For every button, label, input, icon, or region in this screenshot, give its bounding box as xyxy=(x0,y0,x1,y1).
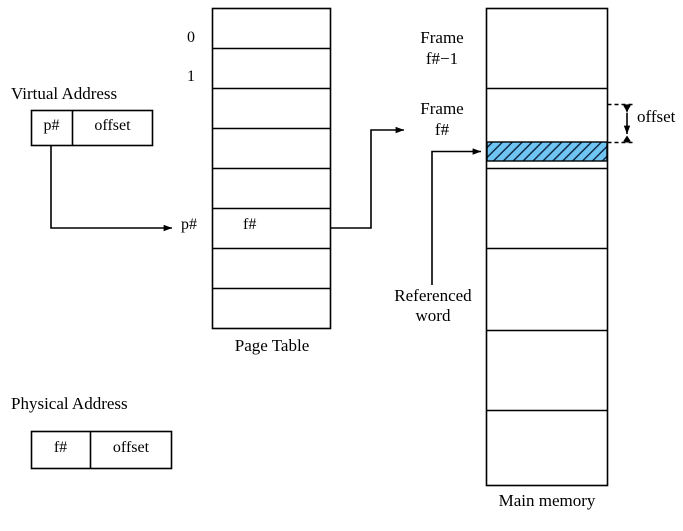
frame-fnum-minus-1-label-line2: f#−1 xyxy=(425,49,459,68)
physical-address-field-fnum: f# xyxy=(53,439,68,456)
virtual-address-box xyxy=(30,109,154,147)
page-table-box xyxy=(211,7,332,330)
physical-address-box xyxy=(30,430,173,470)
offset-measure-bracket xyxy=(607,103,635,144)
virtual-address-field-offset: offset xyxy=(94,117,131,134)
connector-fnum-to-main-memory xyxy=(330,126,405,229)
page-table-caption: Page Table xyxy=(234,336,310,355)
referenced-word-label-line2: word xyxy=(415,306,451,325)
referenced-word-label-line1: Referenced xyxy=(394,286,472,305)
physical-address-field-offset: offset xyxy=(112,439,150,456)
page-table-row-label-pnum: p# xyxy=(181,216,197,233)
virtual-address-caption: Virtual Address xyxy=(11,84,118,103)
connector-referenced-word xyxy=(431,148,482,285)
offset-measure-label: offset xyxy=(637,107,676,126)
referenced-word-highlight xyxy=(486,141,608,162)
page-table-entry-fnum: f# xyxy=(243,216,257,233)
frame-fnum-minus-1-label-line1: Frame xyxy=(420,28,464,47)
connector-pnum-to-page-table xyxy=(50,145,173,232)
main-memory-box xyxy=(485,7,609,487)
frame-fnum-label-line1: Frame xyxy=(420,99,464,118)
main-memory-caption: Main memory xyxy=(498,491,596,510)
page-table-row-label-1: 1 xyxy=(187,68,195,85)
frame-fnum-label-line2: f# xyxy=(434,120,450,139)
page-table-row-label-0: 0 xyxy=(187,29,195,46)
virtual-address-field-pnum: p# xyxy=(43,117,60,134)
physical-address-caption: Physical Address xyxy=(11,394,128,413)
